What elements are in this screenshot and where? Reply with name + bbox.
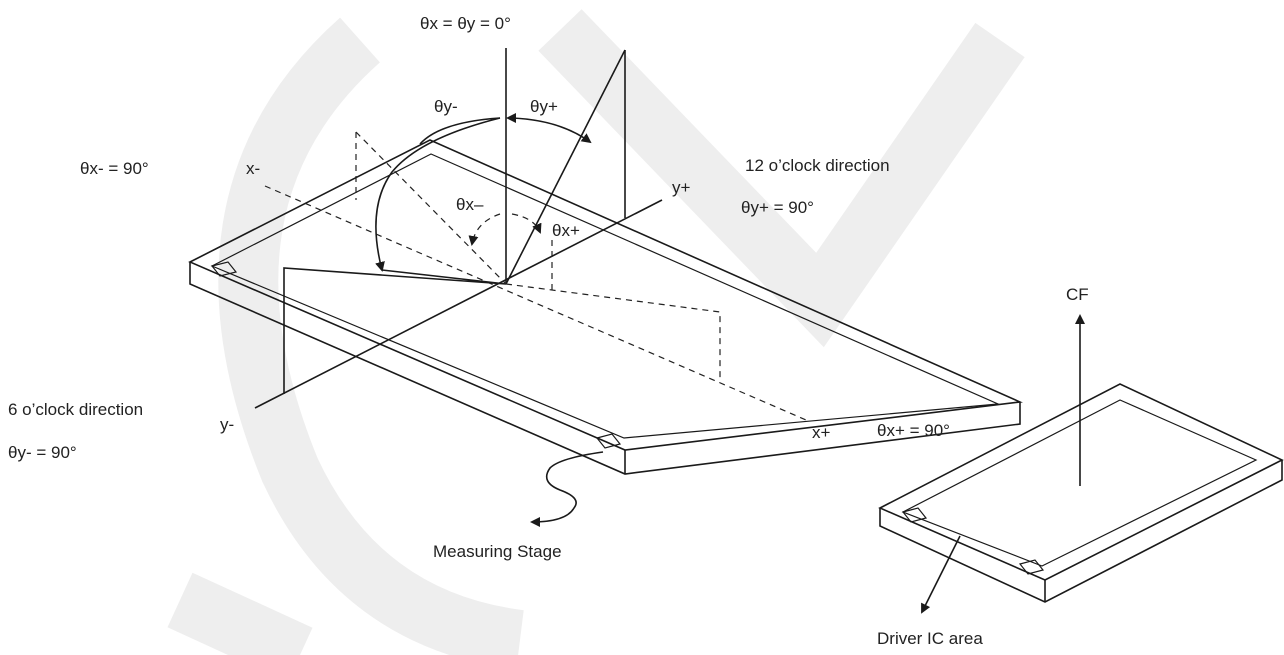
label-six-oclock: 6 o’clock direction <box>8 400 143 419</box>
angle-arcs <box>375 113 592 272</box>
y-axis <box>254 199 663 409</box>
label-theta-y-plus-90: θy+ = 90° <box>741 198 814 217</box>
label-y-minus: y- <box>220 415 234 434</box>
label-driver-ic-area: Driver IC area <box>877 629 983 648</box>
label-x-minus: x- <box>246 159 260 178</box>
labels: θx = θy = 0° θy- θy+ θx- = 90° x- θx– θx… <box>8 14 1089 648</box>
label-twelve-oclock: 12 o’clock direction <box>745 156 890 175</box>
corner-marker <box>210 261 238 277</box>
label-y-plus: y+ <box>672 178 691 197</box>
label-theta-x-minus-90: θx- = 90° <box>80 159 149 178</box>
label-theta-x-plus: θx+ <box>552 221 580 240</box>
label-cf: CF <box>1066 285 1089 304</box>
label-theta-x-minus: θx– <box>456 195 484 214</box>
label-theta-y-minus-90: θy- = 90° <box>8 443 77 462</box>
label-theta-x-plus-90: θx+ = 90° <box>877 421 950 440</box>
corner-marker <box>1018 559 1045 575</box>
corner-marker <box>595 433 622 449</box>
driver-ic-pointer <box>921 535 961 614</box>
corner-marker <box>901 507 928 523</box>
measuring-stage-pointer <box>530 451 604 527</box>
watermark <box>167 9 1025 655</box>
label-theta-zero: θx = θy = 0° <box>420 14 511 33</box>
theta-y-plane <box>283 49 626 394</box>
label-theta-y-plus: θy+ <box>530 97 558 116</box>
label-measuring-stage: Measuring Stage <box>433 542 562 561</box>
theta-x-plane <box>355 131 721 380</box>
label-x-plus: x+ <box>812 423 831 442</box>
label-theta-y-minus: θy- <box>434 97 458 116</box>
measuring-stage-panel <box>188 139 1023 475</box>
driver-panel <box>878 314 1284 614</box>
axes <box>254 48 807 421</box>
